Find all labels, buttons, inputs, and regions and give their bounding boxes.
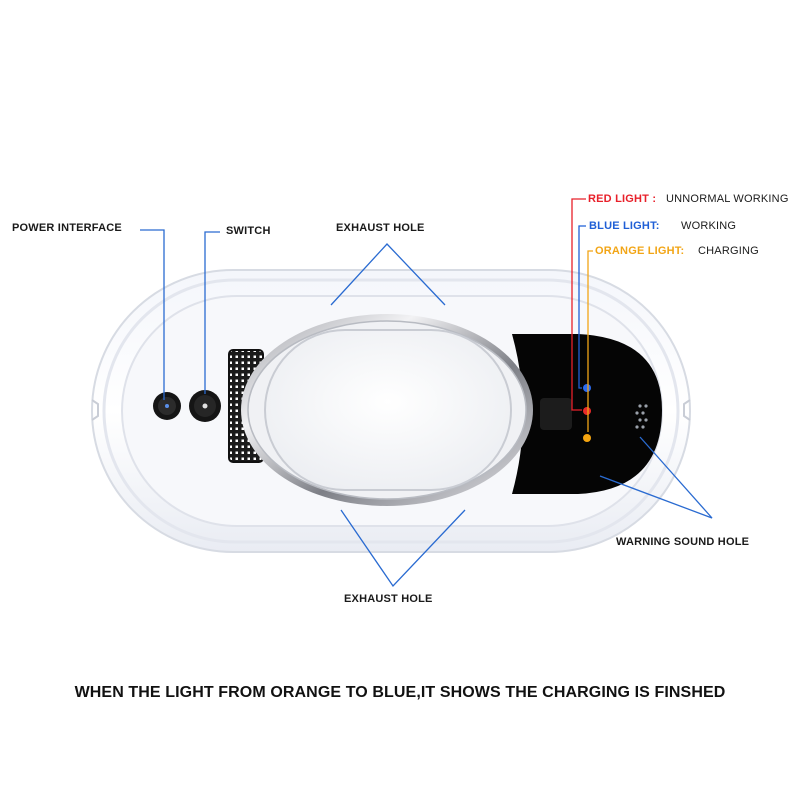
warning-sound-hole-label: WARNING SOUND HOLE [616,536,750,548]
exhaust-hole-top-label: EXHAUST HOLE [336,222,425,234]
power-interface-label: POWER INTERFACE [12,222,122,234]
indicator-panel [512,334,662,494]
orange-light-label: ORANGE LIGHT: [595,245,685,257]
central-lens [241,314,533,506]
orange-light-meaning: CHARGING [698,245,759,257]
blue-light-meaning: WORKING [681,220,737,232]
blue-light [583,384,591,392]
charging-caption: WHEN THE LIGHT FROM ORANGE TO BLUE,IT SH… [74,684,726,701]
red-light-meaning: UNNORMAL WORKING [666,193,789,205]
switch-label: SWITCH [226,225,271,237]
orange-light [583,434,591,442]
red-light [583,407,591,415]
blue-light-label: BLUE LIGHT: [589,220,660,232]
red-light-label: RED LIGHT : [588,193,657,205]
exhaust-hole-bottom-label: EXHAUST HOLE [344,593,433,605]
leader-lines [140,198,713,588]
sound-hole-dots [635,404,648,429]
power-switch[interactable] [189,390,221,422]
power-interface-port [153,392,181,420]
